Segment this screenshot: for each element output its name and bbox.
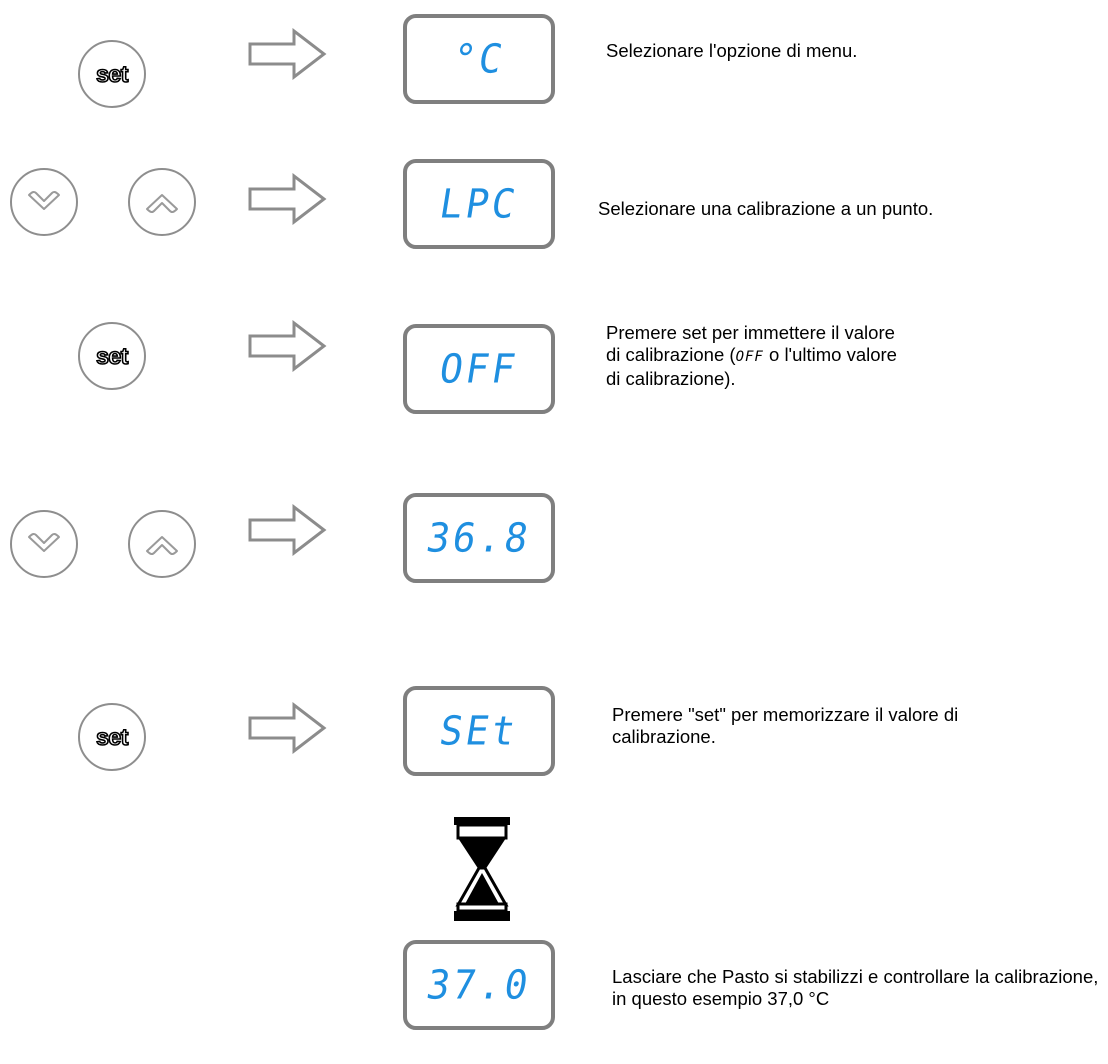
set-button-3[interactable]: set [78, 703, 146, 771]
display-step4: 36.8 [403, 493, 555, 583]
down-button-2[interactable] [10, 510, 78, 578]
display-value: OFF [436, 345, 522, 393]
chevron-down-icon [28, 532, 60, 552]
set-button-label: set [95, 342, 129, 369]
set-button-1[interactable]: set [78, 40, 146, 108]
step6-description: Lasciare che Pasto si stabilizzi e contr… [612, 966, 1099, 1009]
right-arrow-icon [248, 702, 327, 754]
display-step2: LPC [403, 159, 555, 249]
right-arrow-icon [248, 504, 327, 556]
right-arrow-icon [248, 28, 327, 80]
display-step6: 37.0 [403, 940, 555, 1030]
right-arrow-icon [248, 173, 327, 225]
display-value: SEt [436, 707, 522, 755]
display-value: °C [449, 35, 509, 83]
up-button-1[interactable] [128, 168, 196, 236]
hourglass-icon [454, 817, 510, 921]
chevron-up-icon [146, 194, 178, 214]
step5-description: Premere "set" per memorizzare il valore … [612, 704, 959, 747]
up-button-2[interactable] [128, 510, 196, 578]
step2-description: Selezionare una calibrazione a un punto. [598, 198, 934, 219]
chevron-down-icon [28, 190, 60, 210]
down-button-1[interactable] [10, 168, 78, 236]
display-step1: °C [403, 14, 555, 104]
step1-description: Selezionare l'opzione di menu. [606, 40, 858, 61]
step3-description: Premere set per immettere il valore di c… [606, 322, 897, 389]
inline-display-value: OFF [735, 349, 764, 365]
set-button-label: set [95, 723, 129, 750]
display-value: 37.0 [423, 961, 535, 1009]
display-value: 36.8 [423, 514, 535, 562]
set-button-2[interactable]: set [78, 322, 146, 390]
display-step3: OFF [403, 324, 555, 414]
set-button-label: set [95, 60, 129, 87]
display-value: LPC [436, 180, 522, 228]
right-arrow-icon [248, 320, 327, 372]
chevron-up-icon [146, 536, 178, 556]
display-step5: SEt [403, 686, 555, 776]
